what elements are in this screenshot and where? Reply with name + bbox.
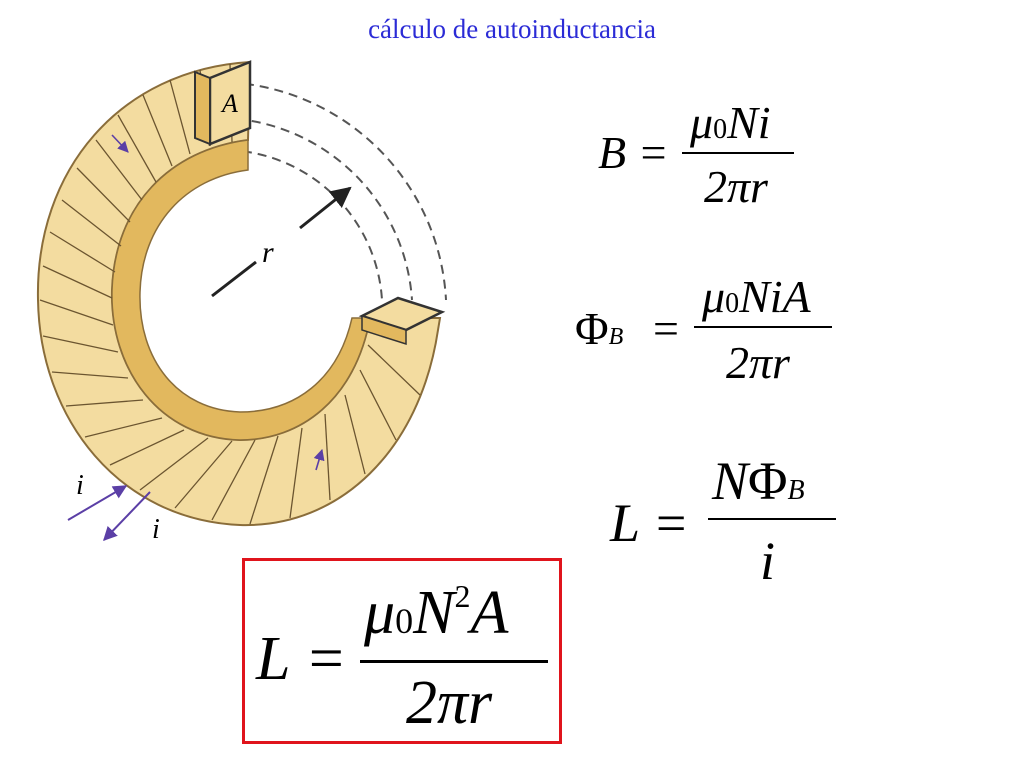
radius-label: r: [262, 236, 274, 269]
eq-l-fraction-bar: [708, 518, 836, 520]
winding-arrows: [111, 134, 325, 471]
eq-l-num-phi: Φ: [748, 451, 788, 511]
eq-result-denominator: 2πr: [406, 669, 493, 737]
eq-phi-sym: Φ: [575, 303, 609, 354]
eq-phi-num-rest: NiA: [739, 271, 811, 322]
eq-result-num-n: N: [413, 579, 455, 647]
eq-l-lhs: L =: [610, 493, 689, 553]
eq-phi-equals: =: [653, 303, 679, 354]
eq-result-numerator: μ0N2A: [364, 578, 508, 649]
eq-phi-num-mu: μ: [702, 271, 726, 322]
current-label-out: i: [152, 514, 160, 545]
eq-result-fraction-bar: [360, 660, 548, 663]
eq-b-denominator: 2πr: [704, 161, 768, 212]
cross-section-top: [194, 60, 252, 146]
field-lines-dashed: [214, 80, 447, 301]
eq-result-num-a: A: [470, 579, 509, 647]
toroid-windings: [39, 63, 421, 525]
eq-phi-fraction-bar: [694, 326, 832, 328]
current-label-in: i: [76, 470, 84, 501]
eq-b-numerator: μ0Ni: [690, 96, 771, 149]
eq-b-fraction-bar: [682, 152, 794, 154]
eq-b-num-mu: μ: [690, 97, 714, 148]
result-box: [242, 558, 562, 744]
eq-l-num-n: N: [712, 451, 749, 511]
eq-b-num-rest: Ni: [727, 97, 771, 148]
eq-result-num-mu: μ: [364, 579, 396, 647]
eq-result-num-sup: 2: [454, 578, 471, 614]
eq-b-num-sub: 0: [713, 114, 728, 145]
area-label: A: [220, 89, 238, 118]
eq-l-denominator: i: [760, 531, 776, 591]
eq-phi-numerator: μ0NiA: [702, 270, 811, 323]
page-title: cálculo de autoinductancia: [368, 14, 656, 44]
eq-phi-denominator: 2πr: [726, 337, 790, 388]
eq-b-lhs: B =: [598, 127, 669, 178]
cross-section-end: [358, 296, 446, 346]
current-leads: [67, 485, 151, 542]
eq-l-numerator: NΦB: [712, 450, 805, 512]
eq-phi-lhs: ΦB: [575, 302, 623, 355]
eq-result-num-sub: 0: [395, 601, 414, 641]
eq-phi-num-sub: 0: [725, 288, 740, 319]
eq-phi-sub: B: [608, 324, 624, 350]
eq-l-num-sub: B: [787, 475, 805, 506]
eq-result-lhs: L =: [256, 625, 347, 693]
radius-arrow: [211, 186, 352, 298]
